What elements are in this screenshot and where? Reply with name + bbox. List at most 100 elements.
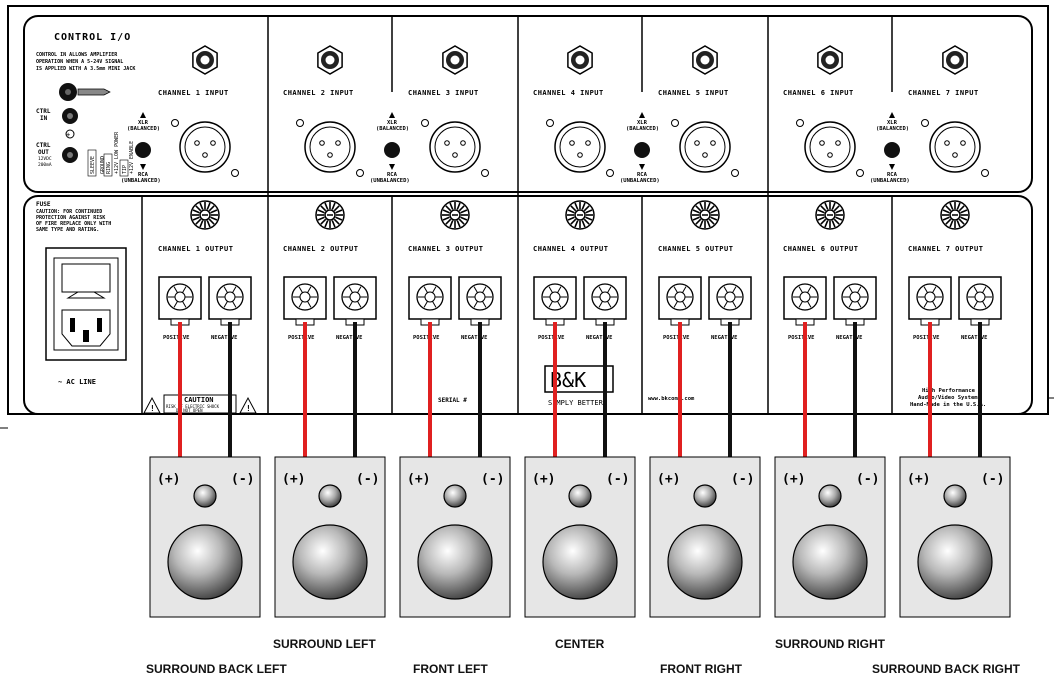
jack-desc-ground: GROUND	[100, 156, 106, 174]
speaker-positive-label: (+)	[907, 472, 930, 487]
rca-unbalanced-label: RCA	[138, 172, 149, 178]
channel-6-input-label: CHANNEL 6 INPUT	[783, 89, 854, 97]
channel-2-negative-terminal[interactable]	[333, 276, 377, 326]
channel-1-input-label: CHANNEL 1 INPUT	[158, 89, 229, 97]
speaker-negative-label: (-)	[856, 472, 879, 487]
ctrl-out-label-1: CTRL	[36, 142, 51, 149]
channel-5-xlr-input[interactable]	[671, 119, 739, 177]
speaker-surround-back-left: (+)(-)	[149, 456, 261, 618]
channel-2-xlr-input[interactable]	[296, 119, 364, 177]
tweeter-icon	[193, 484, 217, 508]
input-select-switch[interactable]	[384, 142, 400, 158]
channel-3-fuse-holder[interactable]	[440, 200, 470, 230]
brand-slogan-2: Audio/Video Systems	[918, 395, 981, 401]
tweeter-icon	[568, 484, 592, 508]
channel-6-negative-terminal[interactable]	[833, 276, 877, 326]
brand-url: www.bkcomp.com	[648, 396, 695, 402]
woofer-icon	[667, 524, 743, 600]
channel-6-output-label: CHANNEL 6 OUTPUT	[783, 245, 858, 253]
channel-3-positive-terminal[interactable]	[408, 276, 452, 326]
channel-3-input-label: CHANNEL 3 INPUT	[408, 89, 479, 97]
speaker-surround-left: (+)(-)	[274, 456, 386, 618]
channel-6-fuse-holder[interactable]	[815, 200, 845, 230]
channel-4-fuse-holder[interactable]	[565, 200, 595, 230]
channel-1-xlr-input[interactable]	[171, 119, 239, 177]
channel-5-input-label: CHANNEL 5 INPUT	[658, 89, 729, 97]
input-select-switch[interactable]	[135, 142, 151, 158]
rca-unbalanced-label: (UNBALANCED)	[620, 178, 660, 184]
positive-label: POSITIVE	[663, 335, 690, 341]
jack-tag-sleeve: SLEEVE	[90, 156, 96, 174]
speaker-surround-back-right: (+) (-)	[899, 456, 1011, 618]
speaker-front-right: (+)(-)	[649, 456, 761, 618]
fuse-caution-4: SAME TYPE AND RATING.	[36, 227, 99, 233]
channel-1-positive-terminal[interactable]	[158, 276, 202, 326]
channel-2-quarter-inch-input[interactable]	[317, 45, 343, 75]
tweeter-icon	[318, 484, 342, 508]
positive-label: POSITIVE	[788, 335, 815, 341]
woofer-icon	[542, 524, 618, 600]
woofer-icon	[167, 524, 243, 600]
speaker-positive-label: (+)	[282, 472, 305, 487]
xlr-balanced-label: XLR	[138, 120, 149, 126]
positive-label: POSITIVE	[288, 335, 315, 341]
ctrl-in-label-1: CTRL	[36, 108, 51, 115]
channel-2-positive-terminal[interactable]	[283, 276, 327, 326]
channel-7-positive-terminal[interactable]	[908, 276, 952, 326]
serial-label: SERIAL #	[438, 397, 467, 404]
channel-6-positive-terminal[interactable]	[783, 276, 827, 326]
channel-5-positive-terminal[interactable]	[658, 276, 702, 326]
woofer-icon	[292, 524, 368, 600]
channel-2-fuse-holder[interactable]	[315, 200, 345, 230]
speaker-positive-label: (+)	[657, 472, 680, 487]
channel-2-input-label: CHANNEL 2 INPUT	[283, 89, 354, 97]
positive-label: POSITIVE	[413, 335, 440, 341]
output-section	[23, 195, 1033, 415]
speaker-surround-right: (+) (-)	[774, 456, 886, 618]
channel-1-quarter-inch-input[interactable]	[192, 45, 218, 75]
tweeter-icon	[443, 484, 467, 508]
channel-5-quarter-inch-input[interactable]	[692, 45, 718, 75]
channel-7-fuse-holder[interactable]	[940, 200, 970, 230]
speaker-front-left: (+)(-)	[399, 456, 511, 618]
channel-7-xlr-input[interactable]	[921, 119, 989, 177]
channel-7-quarter-inch-input[interactable]	[942, 45, 968, 75]
channel-3-xlr-input[interactable]	[421, 119, 489, 177]
input-select-switch[interactable]	[884, 142, 900, 158]
channel-1-fuse-holder[interactable]	[190, 200, 220, 230]
channel-4-xlr-input[interactable]	[546, 119, 614, 177]
input-section	[23, 15, 1033, 193]
channel-5-fuse-holder[interactable]	[690, 200, 720, 230]
rca-unbalanced-label: (UNBALANCED)	[870, 178, 910, 184]
channel-1-negative-terminal[interactable]	[208, 276, 252, 326]
caution-line-1: RISK OF ELECTRIC SHOCK	[166, 404, 220, 409]
ctrl-out-voltage: 12VDC	[38, 156, 52, 162]
channel-4-positive-terminal[interactable]	[533, 276, 577, 326]
ac-power-inlet[interactable]	[45, 247, 127, 361]
channel-6-xlr-input[interactable]	[796, 119, 864, 177]
channel-5-negative-terminal[interactable]	[708, 276, 752, 326]
input-select-switch[interactable]	[634, 142, 650, 158]
xlr-balanced-label: (BALANCED)	[376, 126, 409, 132]
speaker-negative-label: (-)	[981, 472, 1004, 487]
ctrl-out-label-2: OUT	[38, 149, 49, 156]
channel-2-output-label: CHANNEL 2 OUTPUT	[283, 245, 358, 253]
woofer-icon	[792, 524, 868, 600]
positive-label: POSITIVE	[163, 335, 190, 341]
channel-7-negative-terminal[interactable]	[958, 276, 1002, 326]
speaker-positive-label: (+)	[782, 472, 805, 487]
channel-4-quarter-inch-input[interactable]	[567, 45, 593, 75]
ctrl-out-current: 200mA	[38, 162, 52, 168]
ctrl-in-label-2: IN	[40, 115, 48, 122]
channel-7-output-label: CHANNEL 7 OUTPUT	[908, 245, 983, 253]
channel-3-quarter-inch-input[interactable]	[442, 45, 468, 75]
channel-4-negative-terminal[interactable]	[583, 276, 627, 326]
channel-6-quarter-inch-input[interactable]	[817, 45, 843, 75]
speaker-center: (+)(-)	[524, 456, 636, 618]
channel-3-negative-terminal[interactable]	[458, 276, 502, 326]
channel-1-output-label: CHANNEL 1 OUTPUT	[158, 245, 233, 253]
speaker-positive-label: (+)	[157, 472, 180, 487]
rca-unbalanced-label: RCA	[637, 172, 648, 178]
